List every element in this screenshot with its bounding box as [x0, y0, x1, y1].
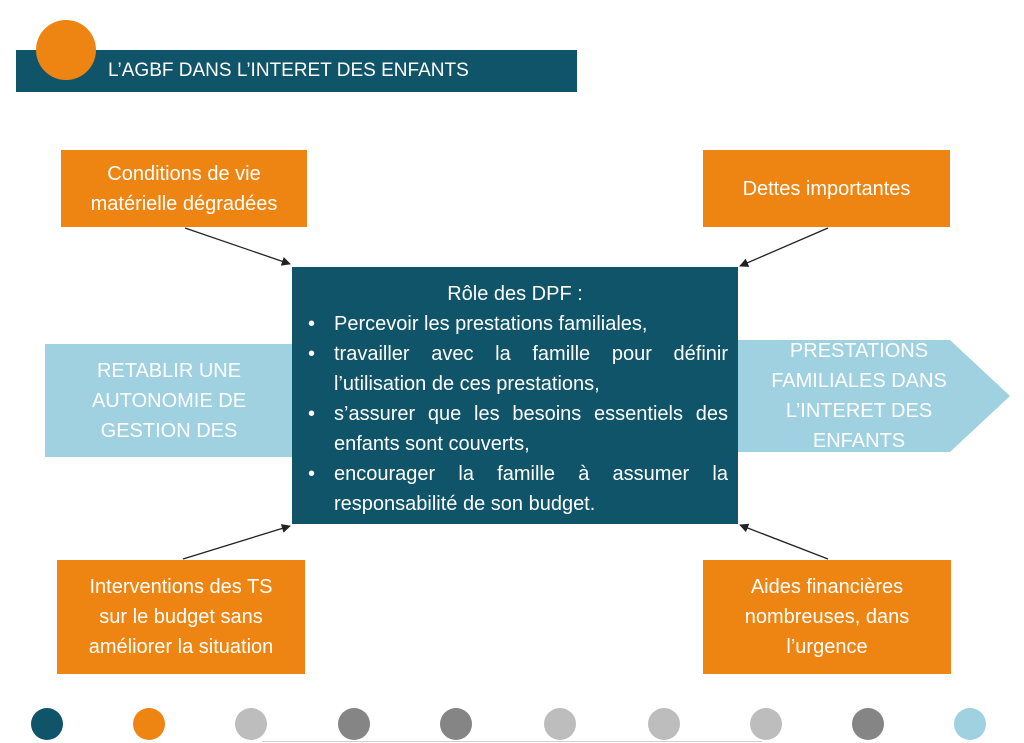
box-financial-aid: Aides financières nombreuses, dans l’urg… — [703, 560, 951, 674]
arrow-line: FAMILIALES DANS — [771, 370, 947, 392]
role-bullet: encourager la famille à assumer la respo… — [302, 459, 728, 519]
connector-arrow-top-right — [739, 227, 829, 267]
box-line: GESTION DES — [100, 419, 238, 442]
role-bullet: s’assurer que les besoins essentiels des… — [302, 399, 728, 459]
nav-dot[interactable] — [544, 708, 576, 740]
role-bullet: Percevoir les prestations familiales, — [302, 309, 728, 339]
nav-dot[interactable] — [338, 708, 370, 740]
right-arrow-shape — [738, 340, 1010, 452]
nav-dot[interactable] — [133, 708, 165, 740]
nav-dot[interactable] — [954, 708, 986, 740]
role-box: Rôle des DPF : Percevoir les prestations… — [292, 267, 738, 524]
arrow-label: PRESTATIONS FAMILIALES DANS L’INTERET DE… — [738, 340, 980, 452]
box-debts: Dettes importantes — [703, 150, 950, 227]
box-social-worker-interventions: Interventions des TS sur le budget sans … — [57, 560, 305, 674]
box-restore-autonomy: RETABLIR UNE AUTONOMIE DE GESTION DES — [45, 344, 293, 457]
connector-arrow-top-left — [184, 227, 291, 266]
box-living-conditions: Conditions de vie matérielle dégradées — [61, 150, 307, 227]
box-line: matérielle dégradées — [90, 192, 278, 215]
title-banner — [16, 50, 577, 92]
nav-dot[interactable] — [31, 708, 63, 740]
box-line: Conditions de vie — [107, 162, 261, 185]
box-line: nombreuses, dans — [744, 606, 910, 628]
arrow-line: L’INTERET DES — [785, 400, 933, 422]
box-line: Aides financières — [750, 576, 904, 598]
arrow-line: ENFANTS — [812, 430, 906, 452]
nav-dot[interactable] — [440, 708, 472, 740]
footer-divider — [262, 741, 762, 742]
connector-arrow-bottom-left — [182, 524, 291, 560]
orange-circle-decoration — [36, 20, 96, 80]
connector-arrow-bottom-right — [739, 523, 829, 560]
role-bullet: travailler avec la famille pour définir … — [302, 339, 728, 399]
page-title: L’AGBF DANS L’INTERET DES ENFANTS — [108, 60, 469, 81]
box-line: améliorer la situation — [88, 636, 274, 658]
nav-dot[interactable] — [235, 708, 267, 740]
box-line: Interventions des TS — [89, 576, 273, 598]
role-title: Rôle des DPF : — [447, 283, 583, 305]
role-list: Percevoir les prestations familiales, tr… — [302, 309, 728, 519]
box-line: Dettes importantes — [742, 177, 911, 200]
nav-dot[interactable] — [852, 708, 884, 740]
box-line: sur le budget sans — [99, 606, 263, 628]
box-line: l’urgence — [786, 636, 868, 658]
box-line: AUTONOMIE DE — [91, 389, 247, 412]
arrow-line: PRESTATIONS — [789, 340, 929, 362]
nav-dot[interactable] — [648, 708, 680, 740]
box-line: RETABLIR UNE — [96, 359, 242, 382]
nav-dot[interactable] — [750, 708, 782, 740]
